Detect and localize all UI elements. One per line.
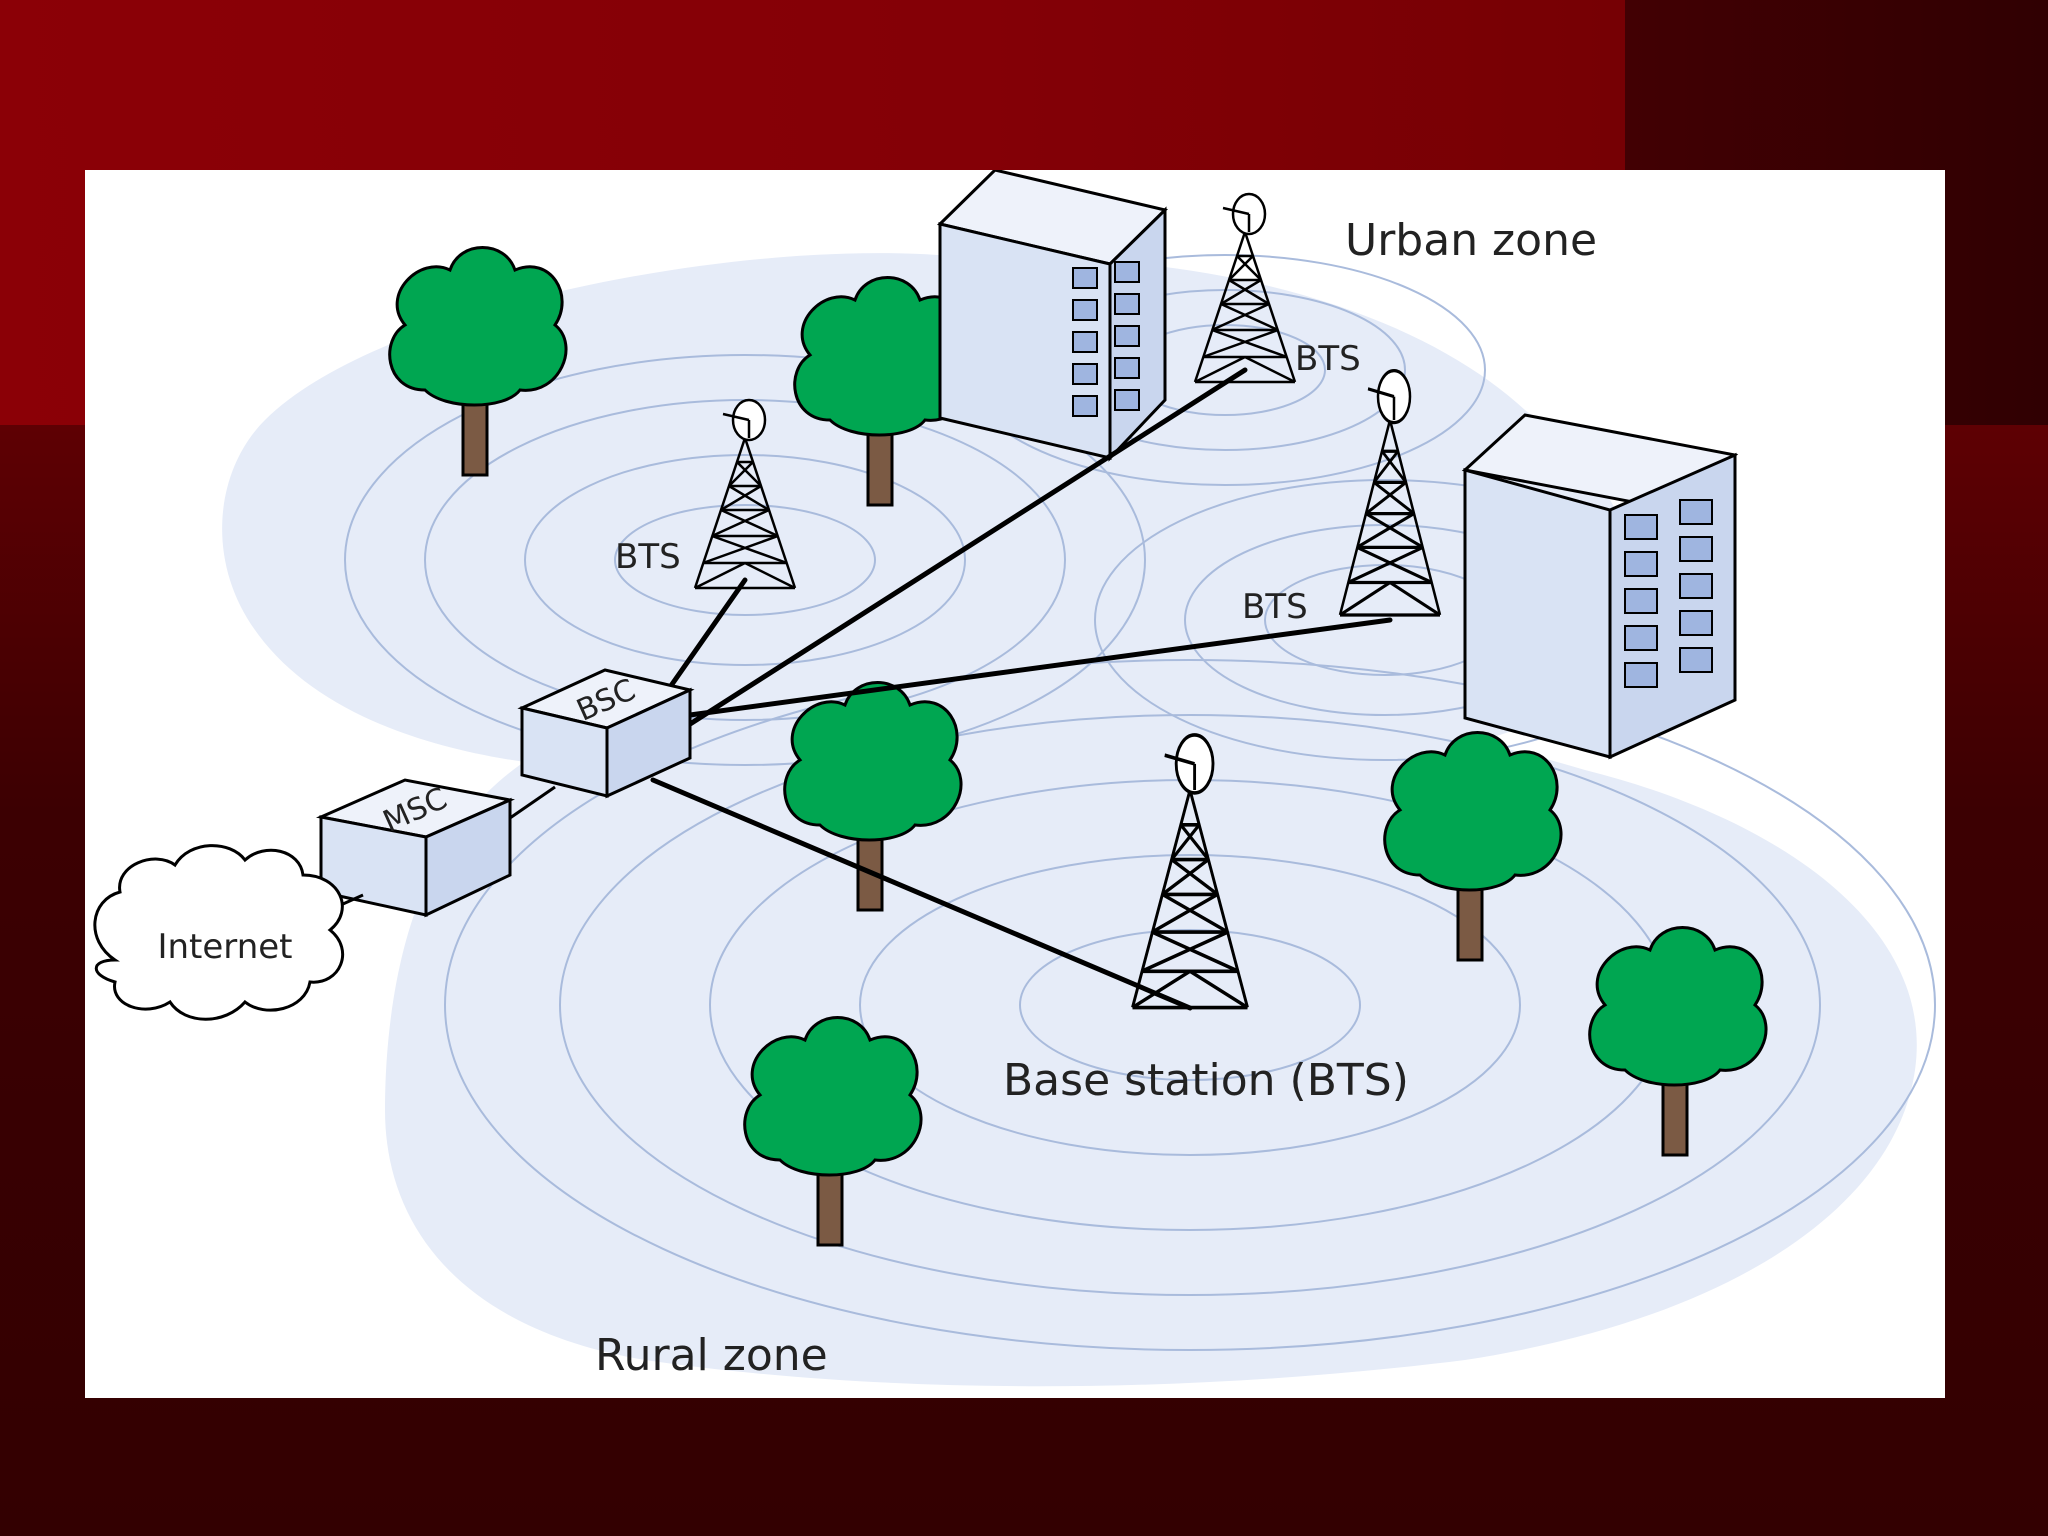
bts-label-1: BTS xyxy=(1295,339,1361,379)
bts-label-2: BTS xyxy=(615,537,681,577)
building xyxy=(937,170,1168,462)
internet-label: Internet xyxy=(157,927,292,967)
internet-cloud: Internet xyxy=(93,844,364,1021)
msc-box: MSC xyxy=(315,778,556,918)
network-diagram: BSC MSC Internet Urban zone BTS BTS BTS … xyxy=(93,170,1936,1387)
coverage-area-urban xyxy=(222,253,1634,775)
building xyxy=(1461,413,1739,760)
base-station-label: Base station (BTS) xyxy=(1003,1055,1409,1106)
diagram-panel: BSC MSC Internet Urban zone BTS BTS BTS … xyxy=(85,170,1945,1398)
bsc-box: BSC xyxy=(517,668,695,799)
bts-label-3: BTS xyxy=(1242,587,1308,627)
rural-zone-label: Rural zone xyxy=(595,1330,828,1381)
urban-zone-label: Urban zone xyxy=(1345,215,1597,266)
